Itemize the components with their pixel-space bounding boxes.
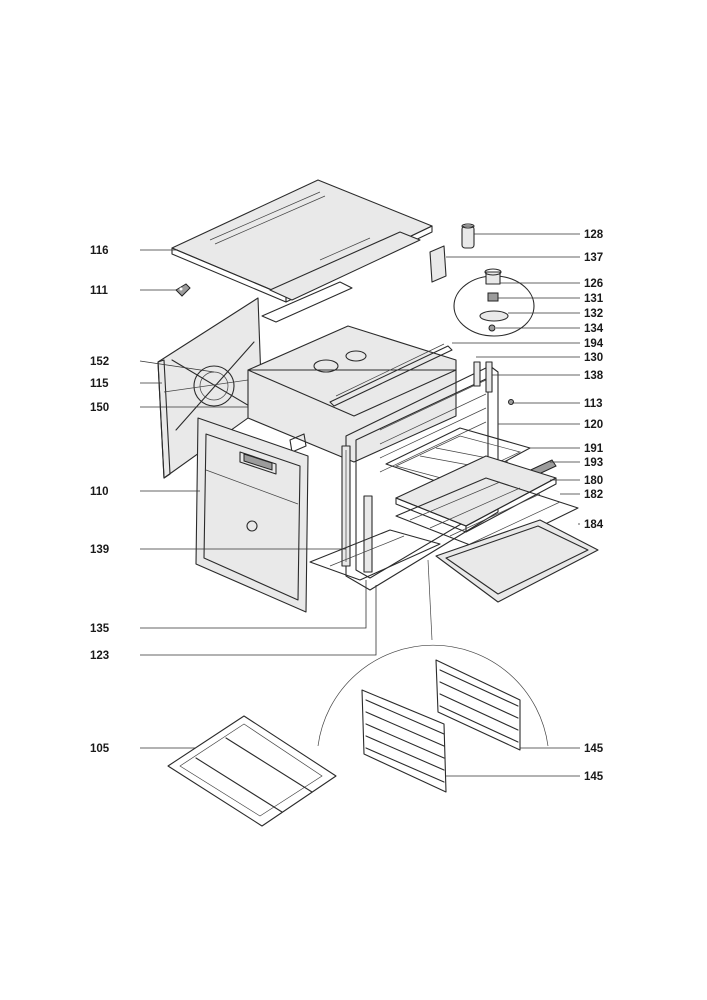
callout-115: 115 bbox=[90, 378, 109, 390]
deep-tray-part bbox=[435, 519, 599, 603]
callout-152: 152 bbox=[90, 356, 109, 368]
grill-element-part bbox=[329, 343, 453, 407]
leader-lines bbox=[139, 233, 580, 777]
callout-labels: 116 111 152 115 150 110 139 135 123 105 … bbox=[90, 229, 604, 783]
shelf-rail-right-part bbox=[435, 659, 521, 751]
callout-184: 184 bbox=[584, 519, 604, 531]
callout-113: 113 bbox=[584, 398, 603, 410]
callout-150: 150 bbox=[90, 402, 109, 414]
oven-door-part bbox=[195, 417, 309, 613]
lamp-assembly-part bbox=[429, 223, 535, 337]
callout-191: 191 bbox=[584, 443, 604, 455]
grid-shelf-part bbox=[395, 477, 579, 553]
callout-132: 132 bbox=[584, 308, 603, 320]
callout-182: 182 bbox=[584, 489, 603, 501]
callout-193: 193 bbox=[584, 457, 603, 469]
callout-145-left-rail: 145 bbox=[584, 771, 604, 783]
callout-110: 110 bbox=[90, 486, 109, 498]
callout-135: 135 bbox=[90, 623, 110, 635]
oven-cavity-part bbox=[247, 281, 457, 463]
callout-137: 137 bbox=[584, 252, 603, 264]
callout-145-right-rail: 145 bbox=[584, 743, 604, 755]
callout-105: 105 bbox=[90, 743, 110, 755]
callout-130: 130 bbox=[584, 352, 603, 364]
callout-111: 111 bbox=[90, 285, 109, 297]
callout-134: 134 bbox=[584, 323, 604, 335]
side-rail-part bbox=[341, 445, 373, 573]
door-hinge-part bbox=[473, 361, 514, 405]
callout-194: 194 bbox=[584, 338, 604, 350]
callout-180: 180 bbox=[584, 475, 603, 487]
callout-139: 139 bbox=[90, 544, 109, 556]
callout-126: 126 bbox=[584, 278, 603, 290]
baking-tray-part bbox=[395, 455, 557, 533]
callout-131: 131 bbox=[584, 293, 604, 305]
telescopic-rail-part bbox=[167, 715, 337, 827]
detail-circle bbox=[317, 559, 549, 747]
top-cover-part bbox=[171, 179, 433, 303]
side-panel-part bbox=[157, 297, 263, 479]
callout-138: 138 bbox=[584, 370, 604, 382]
callout-116: 116 bbox=[90, 245, 109, 257]
callout-123: 123 bbox=[90, 650, 109, 662]
hinge-bracket-part bbox=[175, 283, 191, 297]
base-plate-part bbox=[309, 529, 441, 581]
callout-120: 120 bbox=[584, 419, 603, 431]
shelf-rail-left-part bbox=[361, 689, 447, 793]
callout-128: 128 bbox=[584, 229, 604, 241]
